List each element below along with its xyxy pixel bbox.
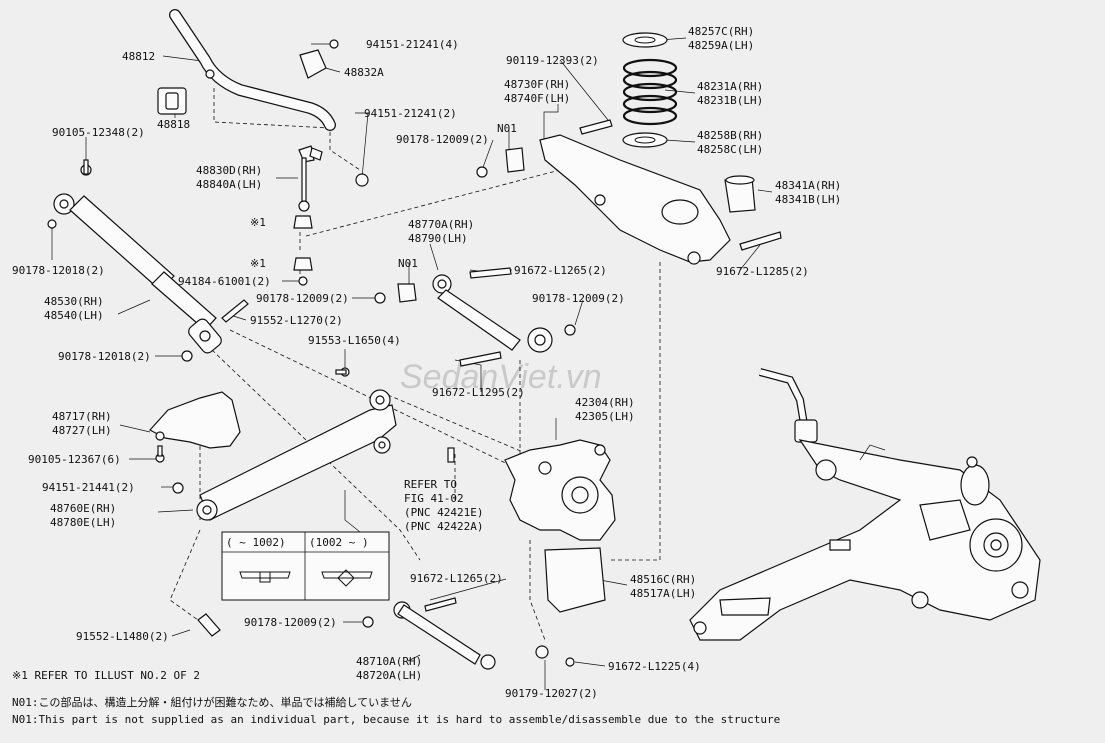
part-label: 91672-L1225(4) bbox=[608, 660, 701, 673]
part-label: 48259A(LH) bbox=[688, 39, 754, 52]
part-label: 48717(RH) bbox=[52, 410, 112, 423]
part-label: 48730F(RH) bbox=[504, 78, 570, 91]
part-label: 48832A bbox=[344, 66, 384, 79]
part-label: 90178-12009(2) bbox=[244, 616, 337, 629]
bracket bbox=[544, 547, 606, 613]
part-label: 91553-L1650(4) bbox=[308, 334, 401, 347]
bolt bbox=[579, 119, 613, 135]
reference-note: FIG 41-02 bbox=[404, 492, 464, 505]
part-label: 48818 bbox=[157, 118, 190, 131]
part-label: 94151-21241(2) bbox=[364, 107, 457, 120]
n01-note-japanese: N01:この部品は、構造上分解・組付けが困難なため、単品では補給していません bbox=[12, 695, 412, 709]
bolt bbox=[221, 299, 249, 323]
part-label: 48258C(LH) bbox=[697, 143, 763, 156]
part-label: 48516C(RH) bbox=[630, 573, 696, 586]
bushing bbox=[293, 215, 313, 229]
part-label: 48341B(LH) bbox=[775, 193, 841, 206]
part-label: 48770A(RH) bbox=[408, 218, 474, 231]
part-label: 48780E(LH) bbox=[50, 516, 116, 529]
part-label: 91672-L1295(2) bbox=[432, 386, 525, 399]
bolt bbox=[459, 351, 502, 367]
part-label: 48517A(LH) bbox=[630, 587, 696, 600]
coil-spring bbox=[622, 32, 756, 213]
reference-note: REFER TO bbox=[404, 478, 457, 491]
bolt bbox=[739, 231, 782, 251]
upper-arm-assembly bbox=[476, 119, 782, 265]
part-labels: 48812 48818 48832A 94151-21241(4) 94151-… bbox=[12, 25, 841, 700]
shock-absorber bbox=[47, 159, 249, 362]
bracket bbox=[149, 391, 241, 449]
part-label: 48341A(RH) bbox=[775, 179, 841, 192]
stabilizer-bracket bbox=[299, 49, 327, 79]
part-label: 48231B(LH) bbox=[697, 94, 763, 107]
reference-note: (PNC 42421E) bbox=[404, 506, 483, 519]
inset-left-label: ( ~ 1002) bbox=[226, 536, 286, 549]
part-label: 90178-12009(2) bbox=[532, 292, 625, 305]
part-label: 94184-61001(2) bbox=[178, 275, 271, 288]
part-label: 48720A(LH) bbox=[356, 669, 422, 682]
part-label: 48727(LH) bbox=[52, 424, 112, 437]
part-label: 48790(LH) bbox=[408, 232, 468, 245]
part-label: 48760E(RH) bbox=[50, 502, 116, 515]
part-label: 48840A(LH) bbox=[196, 178, 262, 191]
part-label: 90179-12027(2) bbox=[505, 687, 598, 700]
assembled-suspension-view bbox=[689, 368, 1041, 641]
part-label: 48540(LH) bbox=[44, 309, 104, 322]
stabilizer-bar bbox=[157, 9, 339, 131]
part-label: N01 bbox=[398, 257, 418, 270]
part-label: 90178-12018(2) bbox=[12, 264, 105, 277]
stabilizer-link bbox=[293, 145, 369, 286]
part-label: 90178-12009(2) bbox=[396, 133, 489, 146]
part-label: 91552-L1270(2) bbox=[250, 314, 343, 327]
link-arm bbox=[374, 267, 576, 367]
inset-right-label: (1002 ~ ) bbox=[309, 536, 369, 549]
part-label: 48257C(RH) bbox=[688, 25, 754, 38]
part-label: 91672-L1265(2) bbox=[514, 264, 607, 277]
part-label: 91552-L1480(2) bbox=[76, 630, 169, 643]
part-label: 48830D(RH) bbox=[196, 164, 262, 177]
part-label: 48231A(RH) bbox=[697, 80, 763, 93]
part-label: 48258B(RH) bbox=[697, 129, 763, 142]
nut bbox=[355, 173, 369, 187]
part-label: 42304(RH) bbox=[575, 396, 635, 409]
part-label: 90105-12367(6) bbox=[28, 453, 121, 466]
knuckle bbox=[447, 439, 616, 613]
n01-note-english: N01:This part is not supplied as an indi… bbox=[12, 713, 780, 726]
reference-note: (PNC 42422A) bbox=[404, 520, 483, 533]
footer-notes: ※1 REFER TO ILLUST NO.2 OF 2 N01:この部品は、構… bbox=[12, 669, 780, 726]
part-label: 90105-12348(2) bbox=[52, 126, 145, 139]
reference-mark: ※1 bbox=[250, 257, 266, 270]
part-label: 48812 bbox=[122, 50, 155, 63]
watermark: SedanViet.vn bbox=[400, 358, 602, 396]
part-label: 94151-21441(2) bbox=[42, 481, 135, 494]
bolt bbox=[469, 267, 512, 279]
bolt bbox=[197, 613, 221, 637]
part-label: 94151-21241(4) bbox=[366, 38, 459, 51]
lower-control-arm bbox=[539, 134, 731, 263]
part-label: 48530(RH) bbox=[44, 295, 104, 308]
part-label: 90178-12018(2) bbox=[58, 350, 151, 363]
lower-arm-assembly bbox=[149, 367, 397, 637]
illustration-reference-note: ※1 REFER TO ILLUST NO.2 OF 2 bbox=[12, 669, 200, 682]
part-label: 42305(LH) bbox=[575, 410, 635, 423]
part-label: N01 bbox=[497, 122, 517, 135]
reference-mark: ※1 bbox=[250, 216, 266, 229]
toe-control-arm bbox=[362, 597, 575, 670]
part-label: 90119-12393(2) bbox=[506, 54, 599, 67]
inset-panel: ( ~ 1002) (1002 ~ ) bbox=[221, 490, 390, 601]
part-label: 91672-L1285(2) bbox=[716, 265, 809, 278]
part-label: 90178-12009(2) bbox=[256, 292, 349, 305]
part-label: 48710A(RH) bbox=[356, 655, 422, 668]
part-label: 48740F(LH) bbox=[504, 92, 570, 105]
part-label: 91672-L1265(2) bbox=[410, 572, 503, 585]
bushing bbox=[293, 257, 313, 271]
